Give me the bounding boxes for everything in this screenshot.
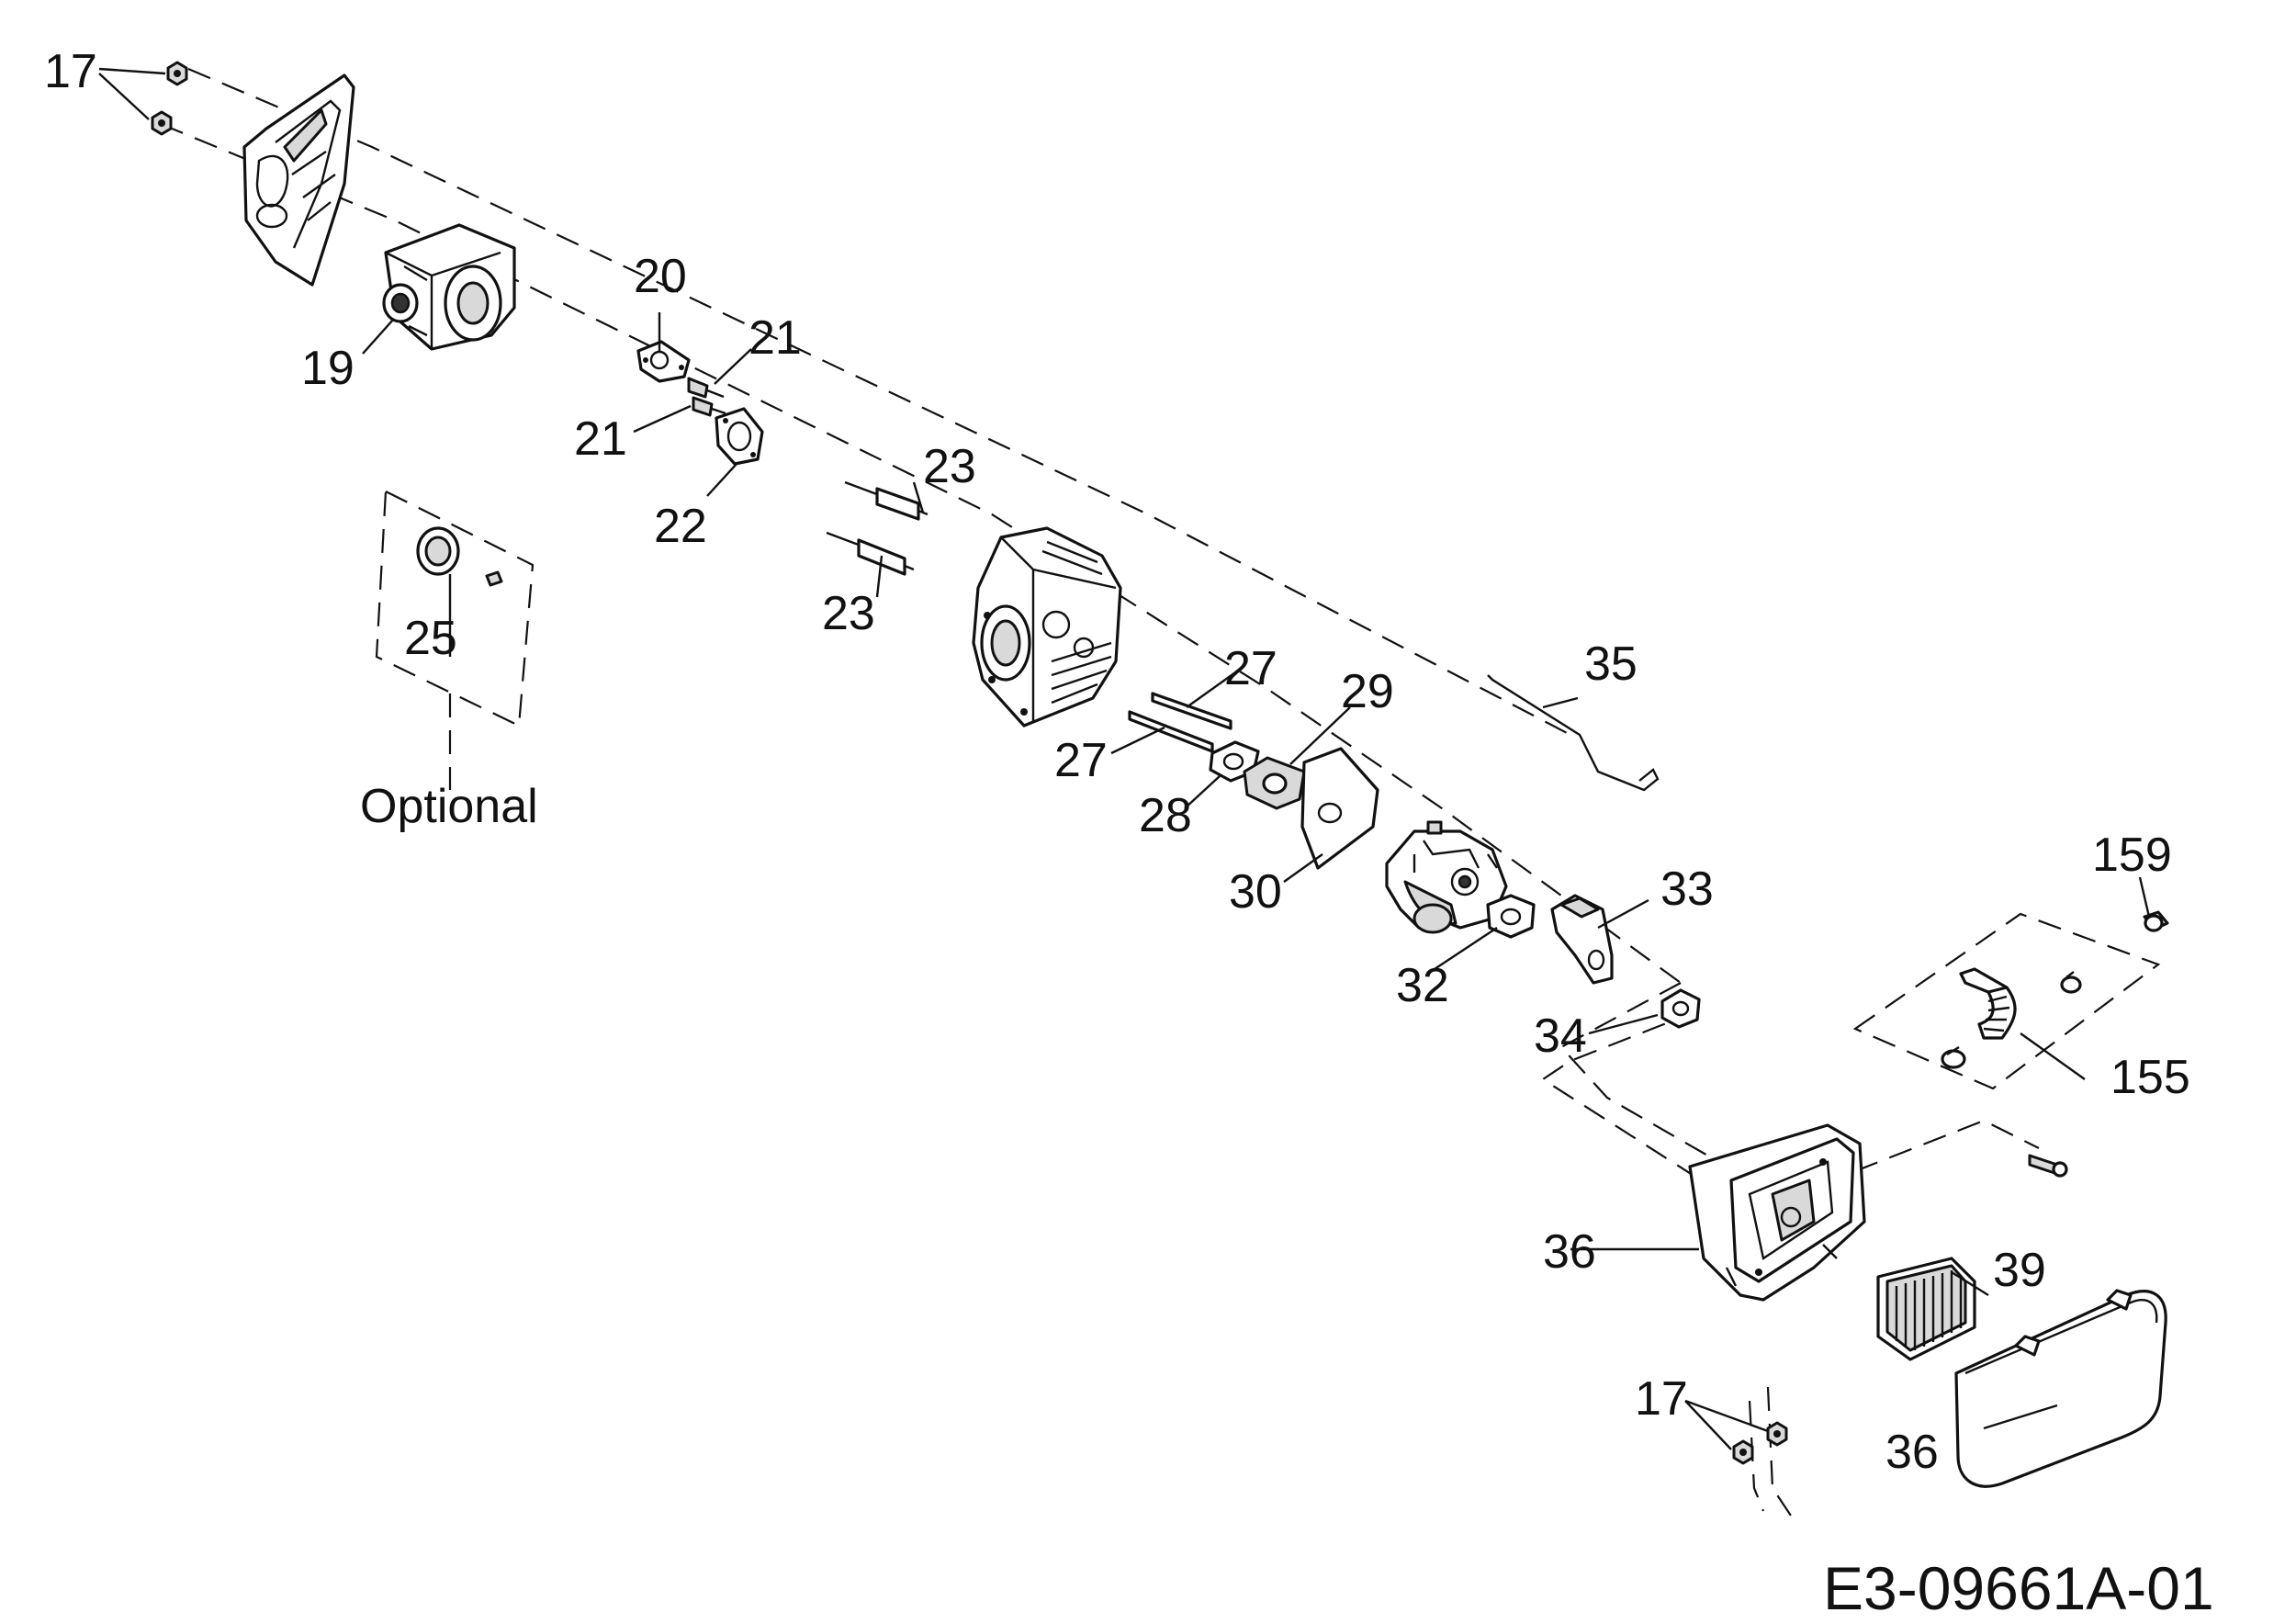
callout-39: 39 bbox=[1993, 1244, 2046, 1297]
callout-30: 30 bbox=[1229, 865, 1282, 919]
callout-28: 28 bbox=[1139, 789, 1192, 842]
callout-155: 155 bbox=[2110, 1051, 2190, 1104]
part-19-muffler bbox=[382, 223, 516, 351]
callout-17-bottom: 17 bbox=[1635, 1372, 1688, 1426]
callout-27-b: 27 bbox=[1054, 734, 1108, 787]
part-32-gasket bbox=[1486, 894, 1536, 939]
leader-lines bbox=[98, 67, 2151, 1450]
hose-group-box bbox=[1852, 910, 2169, 1090]
part-21-screws bbox=[687, 377, 726, 417]
callout-21-b: 21 bbox=[574, 412, 627, 466]
callout-23-b: 23 bbox=[822, 587, 875, 640]
callout-23-a: 23 bbox=[923, 440, 976, 493]
part-17-top-nuts bbox=[151, 61, 188, 136]
part-23-studs bbox=[826, 480, 929, 576]
callout-labels: 17 19 20 21 21 22 23 23 25 Optional 27 2… bbox=[44, 45, 2214, 1622]
callout-17-top: 17 bbox=[44, 45, 97, 98]
part-22-gasket bbox=[715, 407, 764, 466]
part-heat-shield bbox=[242, 73, 355, 287]
callout-25: 25 bbox=[404, 612, 457, 665]
part-33-elbow bbox=[1550, 894, 1614, 985]
callout-27-a: 27 bbox=[1224, 642, 1277, 695]
callout-36-a: 36 bbox=[1543, 1225, 1596, 1279]
part-36-air-filter-base bbox=[1688, 1123, 2068, 1302]
part-35-linkage-rod bbox=[1487, 674, 1660, 792]
callout-22: 22 bbox=[654, 500, 707, 553]
part-34-gasket bbox=[1660, 988, 1701, 1029]
part-27-studs bbox=[1128, 692, 1232, 753]
callout-34: 34 bbox=[1534, 1009, 1587, 1063]
optional-label: Optional bbox=[360, 780, 538, 833]
part-36-cover bbox=[1954, 1289, 2167, 1488]
callout-35: 35 bbox=[1584, 637, 1638, 691]
callout-32: 32 bbox=[1396, 959, 1449, 1012]
callout-159: 159 bbox=[2092, 829, 2172, 882]
part-17-bottom-nuts bbox=[1732, 1421, 1788, 1465]
part-30-heat-plate bbox=[1300, 747, 1379, 870]
callout-19: 19 bbox=[301, 342, 355, 395]
part-29-insulator bbox=[1243, 756, 1306, 810]
part-carburetor bbox=[1385, 820, 1508, 934]
callout-36-b: 36 bbox=[1885, 1426, 1939, 1479]
callout-29: 29 bbox=[1341, 665, 1394, 718]
assembly-axes bbox=[160, 67, 2040, 1517]
callout-33: 33 bbox=[1660, 863, 1714, 916]
callout-21-a: 21 bbox=[748, 311, 802, 365]
part-cylinder-head bbox=[972, 526, 1122, 727]
part-39-filter-element bbox=[1876, 1257, 1976, 1361]
optional-group-box bbox=[375, 490, 535, 790]
part-20-flange bbox=[636, 340, 691, 383]
figure-code: E3-09661A-01 bbox=[1823, 1554, 2214, 1622]
callout-20: 20 bbox=[634, 250, 687, 303]
